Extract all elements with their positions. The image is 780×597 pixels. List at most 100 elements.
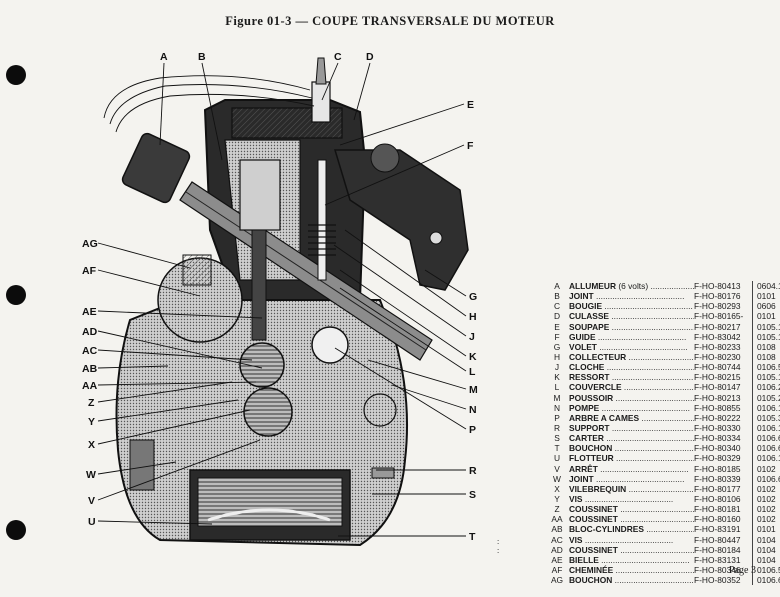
legend-code: J (554, 362, 560, 373)
legend-section-number: 0105.1 (757, 321, 780, 332)
label-P: P (469, 424, 476, 436)
legend-separator (752, 422, 753, 434)
legend-part-label: CLOCHE (569, 362, 605, 373)
legend-part-label: ARRÊT (569, 463, 598, 474)
legend-reference: F-HO-80340 (694, 443, 741, 454)
legend-reference: F-HO-80213 (694, 392, 741, 403)
legend-part-label: BOUGIE (569, 301, 603, 312)
legend-separator (752, 493, 753, 505)
legend-part-name: CULASSE (569, 311, 694, 321)
legend-section-number: 0106.1 (757, 453, 780, 464)
legend-part-name: CLOCHE (569, 362, 694, 372)
legend-part-label: GUIDE (569, 331, 596, 342)
legend-separator (752, 362, 753, 373)
legend-section-number: 0106.1 (757, 422, 780, 433)
legend-part-label: CULASSE (569, 311, 610, 322)
legend-part-label: COUSSINET (569, 544, 618, 555)
label-W: W (86, 469, 96, 481)
legend-part-label: CHEMINÉE (569, 564, 614, 575)
binder-hole (6, 65, 26, 85)
legend-part-name: COUSSINET (569, 545, 694, 555)
label-A: A (160, 51, 168, 63)
legend-part-label: VOLET (569, 341, 597, 352)
legend-separator (752, 402, 753, 413)
legend-part-name: COUSSINET (569, 514, 694, 524)
legend-reference: F-HO-80230 (694, 351, 741, 362)
legend-section-number: 0105.3 (757, 412, 780, 423)
legend-part-label: BLOC-CYLINDRES (569, 524, 644, 535)
label-U: U (88, 516, 96, 528)
legend-part-name: COUVERCLE (569, 382, 694, 392)
legend-reference: F-HO-80744 (694, 362, 741, 373)
label-J: J (469, 331, 475, 343)
legend-section-number: 0101 (757, 524, 776, 535)
label-Z: Z (88, 397, 95, 409)
legend-part-name: ALLUMEUR (6 volts) (569, 281, 694, 291)
legend-reference: F-HO-80447 (694, 534, 741, 545)
legend-part-label: RESSORT (569, 372, 610, 383)
legend-reference: F-HO-80329 (694, 453, 741, 464)
legend-reference: F-HO-80334 (694, 433, 741, 444)
legend-separator (752, 514, 753, 525)
legend-part-name: SOUPAPE (569, 322, 694, 332)
legend-separator (752, 321, 753, 332)
label-V: V (88, 495, 95, 507)
legend-part-label: VILEBREQUIN (569, 483, 627, 494)
legend-separator (752, 564, 753, 576)
legend-code: H (553, 351, 561, 362)
legend-part-name: RESSORT (569, 372, 694, 382)
legend-reference: F-HO-80160 (694, 514, 741, 525)
legend-code: AE (551, 554, 563, 565)
label-AB: AB (82, 363, 98, 375)
label-Y: Y (88, 416, 95, 428)
label-N: N (469, 404, 477, 416)
legend-separator (752, 382, 753, 393)
legend-part-name: BIELLE (569, 555, 694, 565)
legend-separator (752, 412, 753, 423)
legend-part-name: ARRÊT (569, 464, 694, 474)
legend-part-name: VILEBREQUIN (569, 484, 694, 494)
legend-part-name: BOUCHON (569, 443, 694, 453)
legend-section-number: 0106.5 (757, 362, 780, 373)
legend-code: M (553, 392, 561, 403)
diagram-labels: A B C D E F G H J K L M N P R S T U V W … (82, 51, 478, 543)
legend-reference: F-HO-80215 (694, 372, 741, 383)
legend-separator (752, 463, 753, 474)
legend-separator (752, 453, 753, 464)
legend-reference: F-HO-80185 (694, 463, 741, 474)
legend-separator (752, 281, 753, 292)
label-AE: AE (82, 306, 97, 318)
legend-part-label: FLOTTEUR (569, 453, 614, 464)
legend-part-name: COLLECTEUR (569, 352, 694, 362)
legend-reference: F-HO-80346 (694, 564, 741, 575)
label-AF: AF (82, 265, 97, 277)
legend-code: E (554, 321, 560, 332)
legend-section-number: 0106.6 (757, 575, 780, 586)
label-H: H (469, 311, 477, 323)
legend-separator (752, 392, 753, 403)
valve-assembly (308, 159, 336, 281)
legend-separator (752, 483, 753, 494)
legend-reference: F-HO-80184 (694, 544, 741, 555)
legend-part-label: CARTER (569, 433, 604, 444)
label-C: C (334, 51, 342, 63)
legend-code: AB (551, 524, 563, 535)
legend-part-label: BOUCHON (569, 575, 613, 586)
legend-part-name: BOUGIE (569, 301, 694, 311)
legend-reference: F-HO-80855 (694, 402, 741, 413)
legend-separator (752, 351, 753, 363)
legend-part-name: SUPPORT (569, 423, 694, 433)
legend-section-number: 0104 (757, 554, 776, 565)
legend-separator (752, 504, 753, 515)
